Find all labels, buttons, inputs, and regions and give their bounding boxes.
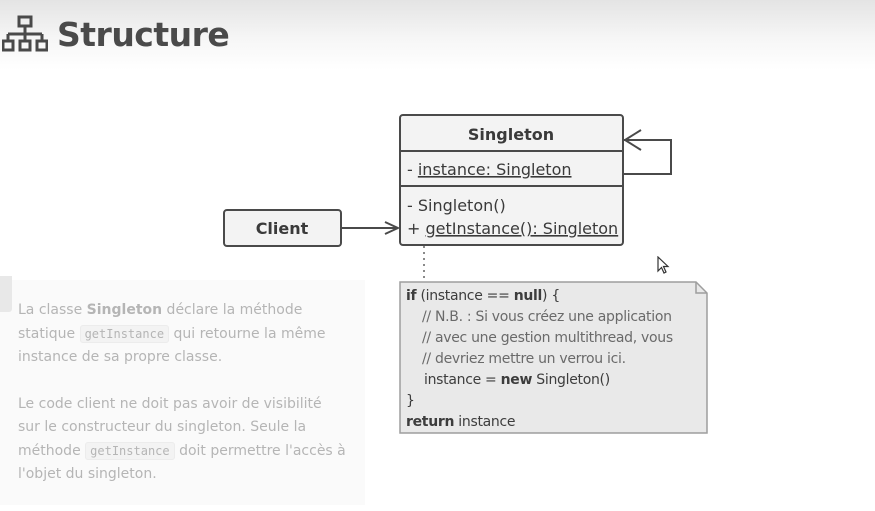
singleton-class: Singleton - instance: Singleton - Single… xyxy=(399,114,624,246)
code-line: return instance xyxy=(406,414,516,430)
description-paragraph: La classe Singleton déclare la méthode s… xyxy=(18,302,326,365)
class-name: Singleton xyxy=(468,125,554,144)
self-association-arrow xyxy=(623,139,672,175)
class-method: + getInstance(): Singleton xyxy=(407,219,618,238)
client-label: Client xyxy=(256,219,309,238)
description-paragraph: Le code client ne doit pas avoir de visi… xyxy=(18,395,346,483)
self-arrowhead xyxy=(623,129,642,151)
step-marker xyxy=(0,276,12,312)
header-background xyxy=(0,0,875,70)
code-comment: // devriez mettre un verrou ici. xyxy=(422,351,626,367)
section-header: Structure xyxy=(0,12,230,56)
sitemap-icon xyxy=(2,15,48,52)
code-note xyxy=(399,281,708,434)
mouse-cursor-icon xyxy=(657,256,670,274)
class-constructor: - Singleton() xyxy=(407,196,506,215)
code-line: instance = new Singleton() xyxy=(424,372,610,388)
note-fold xyxy=(695,282,707,294)
code-line: } xyxy=(406,393,415,409)
client-box: Client xyxy=(223,209,342,247)
class-attribute: - instance: Singleton xyxy=(407,160,572,179)
description-text: La classe Singleton déclare la méthode s… xyxy=(18,299,348,510)
page-title: Structure xyxy=(57,14,230,54)
code-comment: // N.B. : Si vous créez une application xyxy=(422,309,672,325)
code-note-text: if (instance == null) { // N.B. : Si vou… xyxy=(406,286,702,433)
code-comment: // avec une gestion multithread, vous xyxy=(422,330,673,346)
code-line: if (instance == null) { xyxy=(406,288,560,304)
description-panel xyxy=(0,280,365,505)
